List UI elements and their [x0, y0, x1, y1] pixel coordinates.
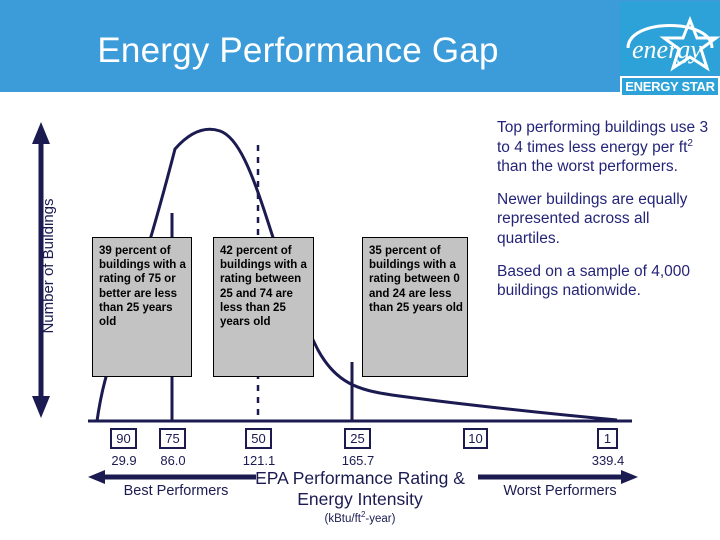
logo-band: ENERGY STAR	[620, 76, 720, 97]
note-1: Newer buildings are equally represented …	[497, 190, 688, 247]
callout-box-quartile-2: 42 percent of buildings with a rating be…	[213, 237, 314, 377]
best-performers-label: Best Performers	[123, 483, 229, 499]
rating-tick-75: 75	[159, 428, 186, 449]
rating-tick-25: 25	[344, 428, 371, 449]
x-axis-title: EPA Performance Rating & Energy Intensit…	[248, 468, 472, 510]
rating-tick-90: 90	[110, 428, 137, 449]
x-axis-units: (kBtu/ft2-year)	[324, 510, 396, 525]
callout-box-quartile-3: 35 percent of buildings with a rating be…	[362, 237, 468, 377]
header-band	[0, 0, 720, 92]
svg-text:energy: energy	[632, 35, 702, 64]
eui-value-0: 29.9	[111, 453, 137, 468]
notes-panel: Top performing buildings use 3 to 4 time…	[497, 118, 715, 314]
x-axis-title-line2: Energy Intensity	[297, 489, 423, 509]
worst-performers-arrow-icon	[478, 470, 638, 484]
eui-value-5: 339.4	[591, 453, 625, 468]
rating-tick-1: 1	[597, 428, 618, 449]
energy-star-mark-icon: energy	[626, 15, 720, 72]
best-performers-arrow-icon	[88, 470, 256, 484]
eui-value-3: 165.7	[341, 453, 375, 468]
x-axis-title-line1: EPA Performance Rating &	[255, 468, 465, 488]
eui-value-1: 86.0	[160, 453, 186, 468]
worst-performers-label: Worst Performers	[503, 483, 617, 499]
eui-value-2: 121.1	[242, 453, 276, 468]
energy-star-logo: energy ENERGY STAR	[600, 0, 720, 97]
note-0: Top performing buildings use 3 to 4 time…	[497, 119, 709, 176]
eui-value-4	[448, 453, 508, 469]
callout-box-quartile-1: 39 percent of buildings with a rating of…	[92, 237, 192, 377]
logo-band-label: ENERGY STAR	[625, 79, 715, 94]
page-title: Energy Performance Gap	[97, 31, 499, 70]
y-axis-arrow-icon	[32, 122, 50, 418]
rating-tick-50: 50	[245, 428, 272, 449]
rating-tick-10: 10	[463, 428, 488, 449]
note-2: Based on a sample of 4,000 buildings nat…	[497, 262, 691, 300]
